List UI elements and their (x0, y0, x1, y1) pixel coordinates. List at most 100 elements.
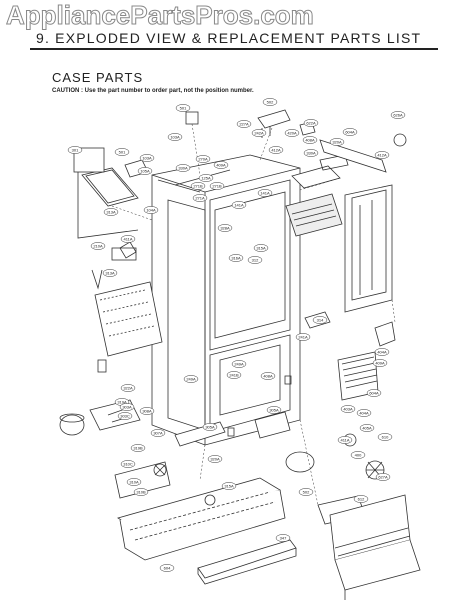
callout-text: 610 (382, 434, 389, 439)
callout-l53: 305A (202, 423, 218, 431)
callout-text: 310C (123, 461, 133, 466)
callout-text: 313A (105, 270, 115, 275)
callout-bubble (340, 405, 356, 413)
callout-l46: 305A (266, 406, 282, 414)
callout-text: 626A (393, 112, 403, 117)
callout-l55: 404A (356, 409, 372, 417)
callout-l13: 501 (114, 148, 130, 156)
callout-bubble (207, 455, 223, 463)
callout-bubble (260, 372, 276, 380)
callout-text: 103A (170, 134, 180, 139)
callout-l42: 408A (260, 372, 276, 380)
callout-l67: 347 (275, 534, 291, 542)
callout-bubble (217, 224, 233, 232)
callout-bubble (120, 384, 136, 392)
callout-l59: 400 (350, 451, 366, 459)
callout-l52: 307A (150, 429, 166, 437)
callout-text: 312 (252, 257, 259, 262)
callout-text: 141A (260, 190, 270, 195)
callout-text: 501 (180, 105, 187, 110)
callout-text: 320A (332, 139, 342, 144)
callout-l60: 320A (207, 455, 223, 463)
section-title: CASE PARTS (52, 70, 144, 85)
callout-bubble (143, 206, 159, 214)
callout-text: 310A (129, 479, 139, 484)
callout-l39: 249A (231, 360, 247, 368)
callout-bubble (257, 189, 273, 197)
page-title: 9. EXPLODED VIEW & REPLACEMENT PARTS LIS… (36, 30, 422, 46)
top-tube-part (319, 133, 407, 173)
callout-l17: 409A (213, 161, 229, 169)
callout-text: 301 (72, 147, 79, 152)
callout-bubble (231, 201, 247, 209)
callout-bubble (253, 244, 269, 252)
callout-l29: 313A (103, 208, 119, 216)
callout-text: 141A (234, 202, 244, 207)
callout-bubble (190, 182, 206, 190)
callout-bubble (103, 208, 119, 216)
callout-l4: 227A (236, 120, 252, 128)
callout-text: 622A (306, 120, 316, 125)
callout-l15: 270A (195, 155, 211, 163)
callout-bubble (262, 98, 278, 106)
callout-text: 403A (343, 406, 353, 411)
callout-bubble (133, 488, 149, 496)
callout-l19: 125A (198, 174, 214, 182)
callout-text: 404A (359, 410, 369, 415)
callout-text: 241A (298, 334, 308, 339)
callout-bubble (226, 371, 242, 379)
callout-l61: 319B (130, 444, 146, 452)
callout-bubble (375, 473, 391, 481)
callout-bubble (231, 360, 247, 368)
callout-text: 271A (195, 195, 205, 200)
callout-l58: 411A (337, 436, 353, 444)
callout-text: 400 (355, 452, 362, 457)
callout-bubble (120, 235, 136, 243)
callout-l20: 412A (268, 146, 284, 154)
callout-bubble (139, 154, 155, 162)
callout-l63: 310A (126, 478, 142, 486)
callout-l16: 105A (137, 167, 153, 175)
callout-l43: 404A (374, 348, 390, 356)
callout-bubble (295, 333, 311, 341)
callout-text: 305A (205, 424, 215, 429)
callout-text: 405A (362, 425, 372, 430)
callout-bubble (266, 406, 282, 414)
header-rule (30, 48, 438, 50)
machine-room-cover (329, 494, 421, 600)
callout-text: 270A (198, 156, 208, 161)
callout-bubble (284, 129, 300, 137)
callout-bubble (390, 111, 406, 119)
callout-bubble (377, 433, 393, 441)
callout-l12: 412A (374, 151, 390, 159)
callout-text: 103A (142, 155, 152, 160)
callout-l22: 301 (67, 146, 83, 154)
callout-l48: 303A (119, 403, 135, 411)
condenser-coil (304, 311, 396, 401)
callout-l34: 316A (228, 254, 244, 262)
callout-text: 330A (306, 150, 316, 155)
callout-l21: 330A (303, 149, 319, 157)
callout-l69: 612 (353, 495, 369, 503)
callout-bubble (175, 164, 191, 172)
callout-bubble (67, 146, 83, 154)
callout-bubble (213, 161, 229, 169)
callout-l38: 241A (295, 333, 311, 341)
callout-text: 315A (224, 483, 234, 488)
cabinet-body (151, 154, 301, 446)
callout-bubble (137, 167, 153, 175)
callout-text: 330A (178, 165, 188, 170)
callout-l2: 502 (262, 98, 278, 106)
callout-bubble (167, 133, 183, 141)
callout-bubble (366, 389, 382, 397)
callout-l41: 249A (183, 375, 199, 383)
callout-bubble (130, 444, 146, 452)
callout-l11: 320A (329, 138, 345, 146)
callout-bubble (117, 412, 133, 420)
callout-text: 210A (93, 243, 103, 248)
callout-text: 105A (140, 168, 150, 173)
callout-text: 627A (378, 474, 388, 479)
callout-text: 412A (377, 152, 387, 157)
callout-l10: 408A (302, 136, 318, 144)
callout-text: 242A (254, 130, 264, 135)
